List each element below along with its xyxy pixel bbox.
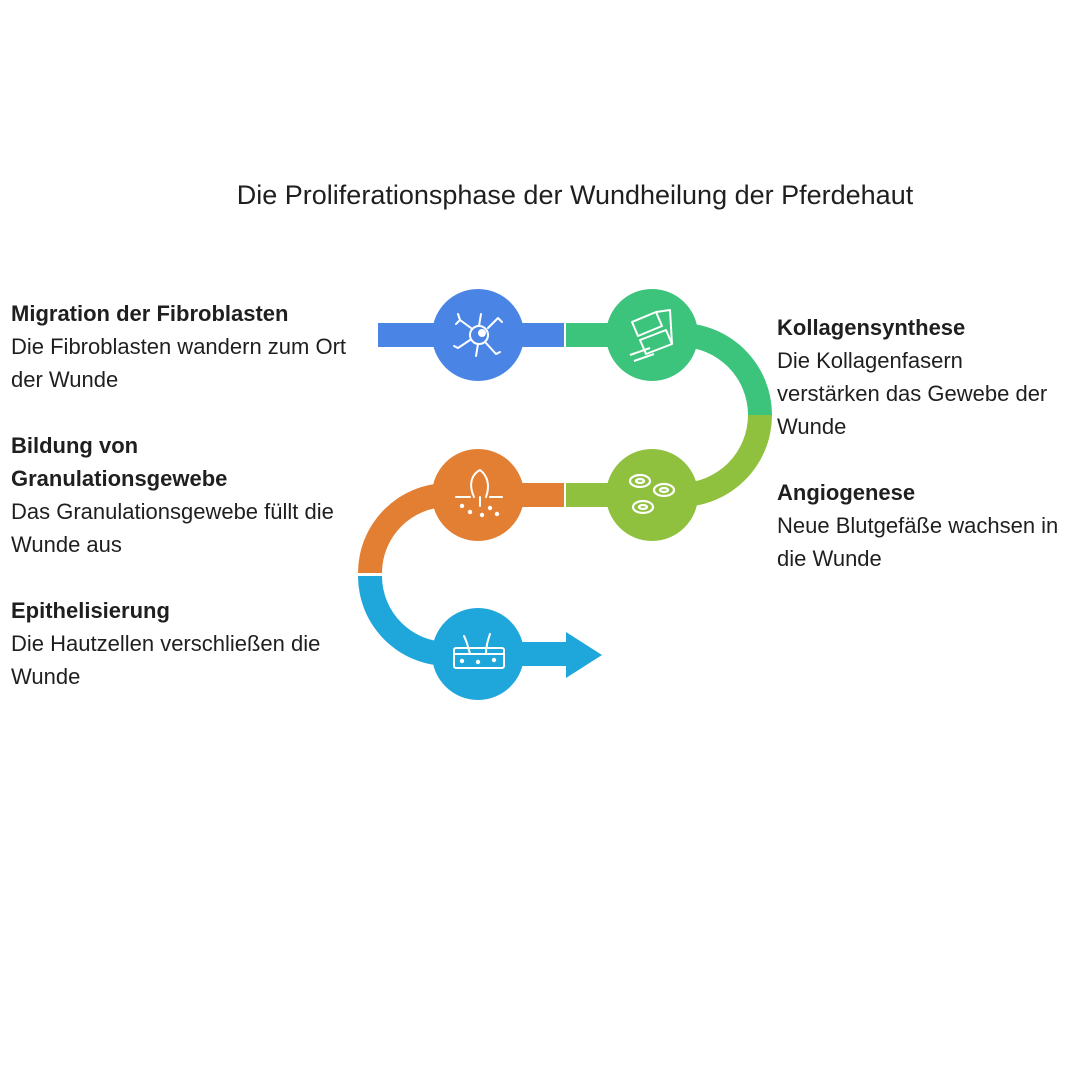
skin-layer-hair-icon: [453, 633, 505, 669]
stage-title: Epithelisierung: [11, 598, 170, 623]
collagen-fiber-icon: [629, 309, 673, 362]
stage-description: Neue Blutgefäße wachsen in die Wunde: [777, 513, 1059, 571]
fibroblast-cell-icon: [453, 313, 503, 357]
flow-arrow-head: [566, 632, 602, 678]
stage-text-granulation: Bildung von Granulationsgewebe Das Granu…: [11, 429, 341, 561]
stage-circle-4: [432, 449, 524, 541]
stage-title: Angiogenese: [777, 480, 916, 505]
stage-description: Die Hautzellen verschließen die Wunde: [11, 631, 321, 689]
stage-text-epithelisierung: Epithelisierung Die Hautzellen verschlie…: [11, 594, 356, 693]
stage-title: Kollagensynthese: [777, 315, 966, 340]
stage-description: Die Kollagenfasern verstärken das Gewebe…: [777, 348, 1048, 439]
stage-title: Bildung von Granulationsgewebe: [11, 433, 228, 491]
blood-cells-icon: [628, 473, 676, 515]
diagram-title: Die Proliferationsphase der Wundheilung …: [236, 180, 914, 210]
stage-circle-1: [432, 289, 524, 381]
stage-circle-3: [606, 449, 698, 541]
stage-text-migration: Migration der Fibroblasten Die Fibroblas…: [11, 297, 356, 396]
stage-title: Migration der Fibroblasten: [11, 301, 289, 326]
stage-description: Das Granulationsgewebe füllt die Wunde a…: [11, 499, 334, 557]
stage-text-angiogenese: Angiogenese Neue Blutgefäße wachsen in d…: [777, 476, 1062, 575]
stage-text-kollagen: Kollagensynthese Die Kollagenfasern vers…: [777, 311, 1057, 443]
stage-description: Die Fibroblasten wandern zum Ort der Wun…: [11, 334, 347, 392]
skin-granulation-icon: [455, 468, 503, 518]
